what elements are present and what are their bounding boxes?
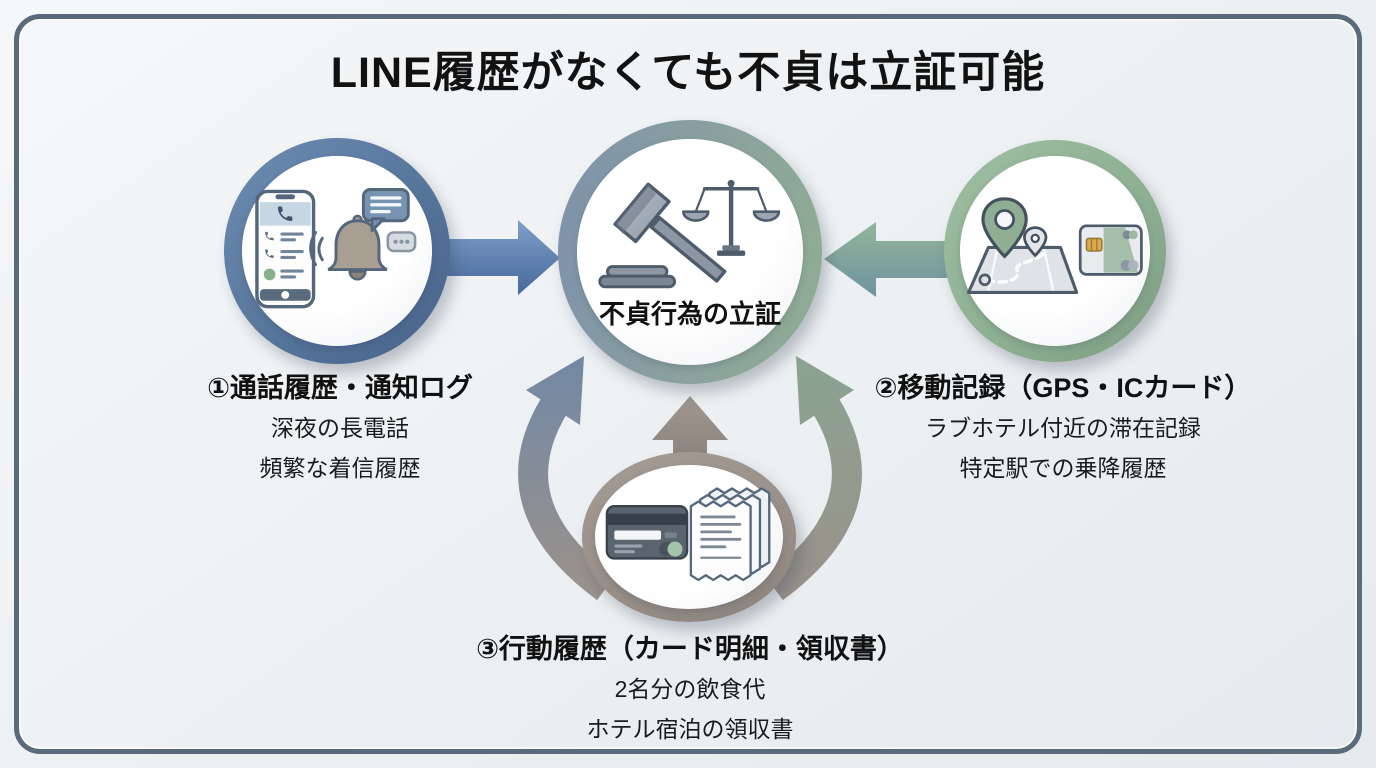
scales-of-justice-icon xyxy=(682,179,781,256)
map-route-icon xyxy=(967,245,1079,294)
notification-bell-icon xyxy=(309,214,388,281)
node-center-proof-inner: 不貞行為の立証 xyxy=(577,139,803,365)
node-behavior xyxy=(582,452,796,622)
node-center-proof: 不貞行為の立証 xyxy=(558,120,822,384)
gavel-icon xyxy=(598,182,727,288)
call-log-heading: ①通話履歴・通知ログ xyxy=(207,373,473,403)
behavior-heading: ③行動履歴（カード明細・領収書） xyxy=(476,634,904,664)
node-call-log-inner xyxy=(242,156,432,346)
call-log-detail-2: 頻繁な着信履歴 xyxy=(259,455,421,482)
ic-card-icon xyxy=(1078,224,1143,276)
label-movement: ②移動記録（GPS・ICカード） ラブホテル付近の滞在記録 特定駅での乗降履歴 xyxy=(848,366,1278,486)
arrow-right-to-center xyxy=(824,222,952,297)
behavior-detail-1: 2名分の飲食代 xyxy=(614,676,766,702)
behavior-detail-2: ホテル宿泊の領収書 xyxy=(586,716,794,743)
call-log-detail-1: 深夜の長電話 xyxy=(271,415,409,441)
arrow-left-to-center xyxy=(442,220,560,295)
arrow-bottomleft-curved xyxy=(518,356,615,601)
node-call-log xyxy=(224,138,450,364)
justice-icons xyxy=(598,179,781,288)
movement-icons xyxy=(967,197,1143,294)
movement-detail-1: ラブホテル付近の滞在記録 xyxy=(925,415,1201,441)
chat-bubble-large-icon xyxy=(361,188,410,232)
movement-detail-2: 特定駅での乗降履歴 xyxy=(959,455,1167,482)
arrow-bottomright-curved xyxy=(765,356,862,601)
movement-heading: ②移動記録（GPS・ICカード） xyxy=(874,373,1252,403)
behavior-icons xyxy=(605,487,771,582)
call-log-icons xyxy=(255,188,417,309)
node-movement-inner xyxy=(960,156,1150,346)
page-title: LINE履歴がなくても不貞は立証可能 xyxy=(330,49,1046,97)
node-behavior-inner xyxy=(595,465,783,609)
smartphone-call-log-icon xyxy=(255,189,316,309)
label-call-log: ①通話履歴・通知ログ 深夜の長電話 頻繁な着信履歴 xyxy=(160,366,520,486)
center-label: 不貞行為の立証 xyxy=(598,298,781,329)
label-behavior: ③行動履歴（カード明細・領収書） 2名分の飲食代 ホテル宿泊の領収書 xyxy=(438,627,942,747)
receipt-stack-icon xyxy=(689,487,771,582)
chat-bubble-small-icon xyxy=(386,231,417,253)
gps-pin-icon xyxy=(981,197,1048,259)
arrow-bottom-to-center xyxy=(652,396,728,474)
credit-card-icon xyxy=(605,505,689,560)
node-movement xyxy=(944,140,1166,362)
